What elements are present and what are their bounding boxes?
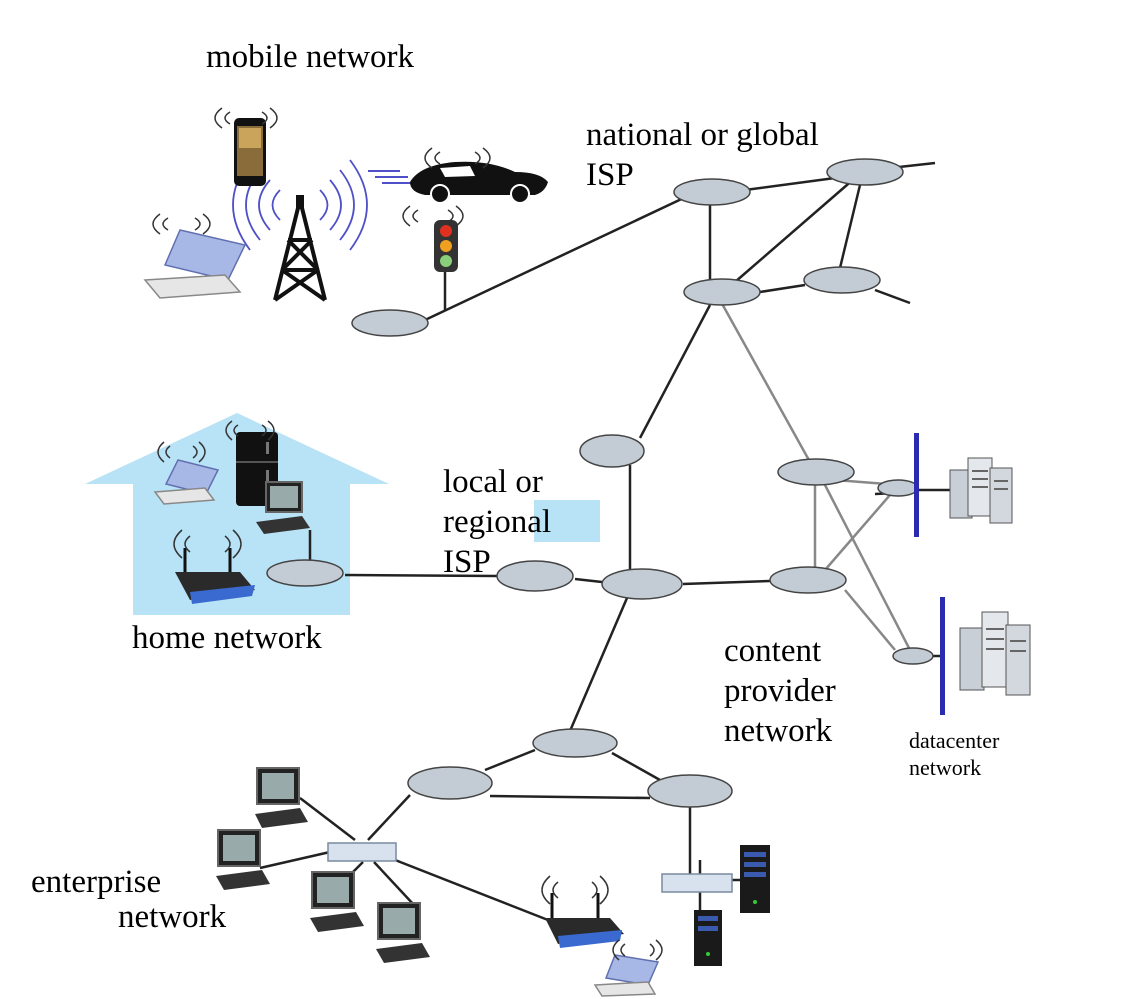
routers [266,158,934,808]
laptop-enterprise-icon [593,954,660,997]
label-national-isp-1: national or global [586,117,819,153]
desktop-home-icon [256,481,310,534]
router-national-2 [826,158,904,186]
link-national-local [638,304,712,439]
label-content-2: provider [724,673,836,709]
router-mobile [351,309,429,337]
link-home-regional [344,573,498,578]
server-cluster-1-icon [949,457,1013,524]
label-enterprise-2: network [118,899,227,935]
datacenter-bar-1 [914,433,919,537]
router-ent-3 [647,774,733,808]
laptop-mobile-icon [143,229,247,299]
wireless-router-enterprise-icon [545,893,624,948]
desktop-enterprise-2-icon [216,829,270,890]
router-content-1 [777,458,855,486]
enterprise-server-2-icon [694,910,722,966]
desktop-enterprise-3-icon [310,871,364,932]
router-dc-1 [877,479,919,497]
desktop-enterprise-4-icon [376,902,430,963]
wireless-signal-icons [152,107,663,961]
router-local-2 [496,560,574,592]
label-national-isp-2: ISP [586,157,634,193]
switch-enterprise-1 [327,842,397,862]
wireless-router-home-icon [175,548,255,604]
smartphone-icon [234,118,266,186]
switch-enterprise-2 [661,873,733,893]
label-local-isp-2: regional [443,504,551,540]
router-national-3 [683,278,761,306]
links [259,161,945,922]
router-national-4 [803,266,881,294]
router-content-2 [769,566,847,594]
router-ent-2 [407,766,493,800]
desktop-enterprise-1-icon [255,767,308,828]
label-enterprise-1: enterprise [31,864,161,900]
label-datacenter-1: datacenter [909,728,1000,753]
router-local-1 [579,434,645,468]
router-dc-2 [892,647,934,665]
laptop-home-icon [153,459,220,505]
router-home [266,559,344,587]
router-local-3 [601,568,683,600]
label-local-isp-3: ISP [443,544,491,580]
traffic-light-icon [434,220,458,272]
label-local-isp-1: local or [443,464,543,500]
datacenter-bar-2 [940,597,945,715]
car-icon [368,161,548,204]
enterprise-server-1-icon [740,845,770,913]
label-mobile-network: mobile network [206,39,415,75]
server-cluster-2-icon [959,611,1031,696]
router-national-1 [673,178,751,206]
label-content-3: network [724,713,833,749]
router-ent-1 [532,728,618,758]
label-home-network: home network [132,620,322,656]
link-mobile-national [424,193,691,322]
regional-isp-highlight [534,500,600,542]
label-datacenter-2: network [909,755,981,780]
label-content-1: content [724,633,821,669]
